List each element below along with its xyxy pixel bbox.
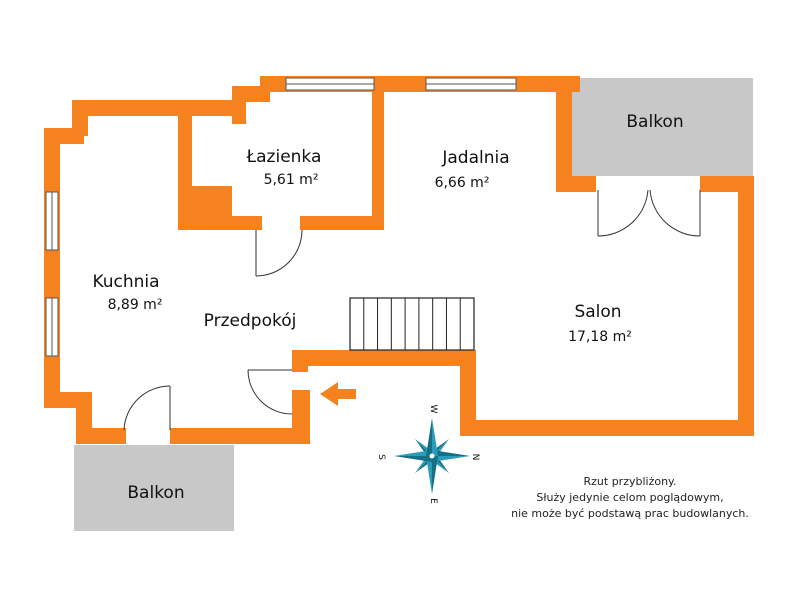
compass-e: E: [428, 498, 438, 504]
room-kuchnia-name: Kuchnia: [92, 272, 159, 292]
room-kuchnia-area: 8,89 m²: [108, 297, 163, 313]
entrance-arrow-icon: [320, 382, 356, 406]
window-lines: [51, 83, 516, 356]
balcony-bottom: [74, 445, 234, 531]
doors: [123, 189, 701, 431]
compass-s: S: [376, 454, 386, 460]
room-salon-name: Salon: [574, 302, 621, 322]
disclaimer-line-1: Rzut przybliżony.: [583, 475, 677, 488]
room-lazienka-area: 5,61 m²: [264, 172, 319, 188]
compass-rose-icon: N S E W: [376, 405, 480, 505]
room-salon-area: 17,18 m²: [568, 329, 632, 345]
compass-w: W: [428, 405, 438, 414]
room-jadalnia-name: Jadalnia: [441, 148, 509, 168]
disclaimer-line-2: Służy jedynie celom poglądowym,: [536, 491, 724, 504]
balcony-top-label: Balkon: [626, 112, 683, 132]
compass-ray-shade: [432, 450, 470, 456]
compass-ray-shade: [426, 418, 432, 456]
stairs: [349, 297, 475, 351]
compass-n: N: [470, 454, 480, 461]
room-lazienka-name: Łazienka: [246, 147, 322, 167]
room-przedpokoj-name: Przedpokój: [204, 311, 297, 331]
balcony-bottom-label: Balkon: [127, 483, 184, 503]
compass-ray: [432, 456, 470, 462]
balcony-top: [570, 78, 753, 176]
compass-ray-shade: [432, 456, 438, 494]
disclaimer-note: Rzut przybliżony. Służy jedynie celom po…: [470, 474, 790, 522]
compass-ray: [394, 450, 432, 456]
room-jadalnia-area: 6,66 m²: [435, 175, 490, 191]
compass-ray-shade: [394, 456, 432, 462]
compass-ray: [426, 456, 432, 494]
disclaimer-line-3: nie może być podstawą prac budowlanych.: [511, 507, 749, 520]
compass-ray: [432, 418, 438, 456]
compass-center: [429, 453, 435, 459]
